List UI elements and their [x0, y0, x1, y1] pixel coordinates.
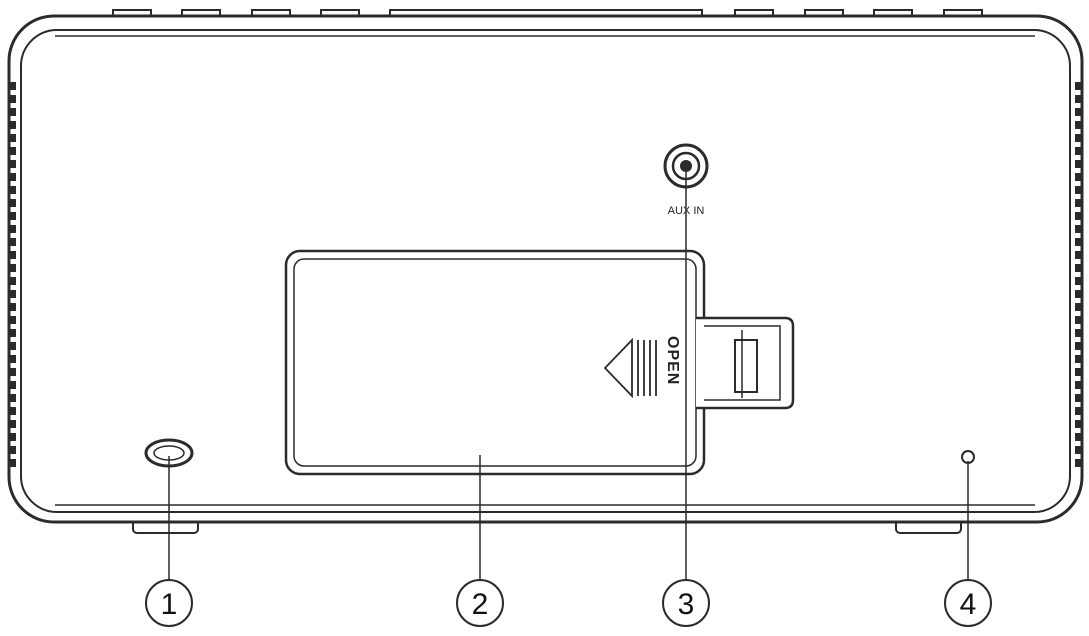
vent-slat [1075, 173, 1081, 181]
vent-right [1075, 82, 1081, 467]
vent-slat [10, 303, 16, 311]
vent-slat [10, 160, 16, 168]
vent-slat [10, 342, 16, 350]
vent-slat [1075, 95, 1081, 103]
vent-slat [1075, 355, 1081, 363]
vent-slat [10, 121, 16, 129]
vent-slat [10, 368, 16, 376]
vent-slat [10, 134, 16, 142]
vent-slat [10, 407, 16, 415]
vent-left [10, 82, 16, 467]
vent-slat [1075, 186, 1081, 194]
vent-slat [10, 446, 16, 454]
vent-slat [10, 459, 16, 467]
vent-slat [1075, 368, 1081, 376]
vent-slat [10, 329, 16, 337]
vent-slat [10, 225, 16, 233]
vent-slat [10, 95, 16, 103]
battery-latch-grip [734, 339, 758, 393]
callout-number: 1 [161, 588, 178, 621]
vent-slat [1075, 290, 1081, 298]
leader-lines [168, 172, 969, 580]
vent-slat [1075, 342, 1081, 350]
vent-slat [1075, 160, 1081, 168]
vent-slat [1075, 134, 1081, 142]
battery-latch-inner [704, 325, 781, 401]
vent-slat [1075, 446, 1081, 454]
device-body-inner [20, 29, 1071, 513]
vent-slat [1075, 147, 1081, 155]
vent-slat [1075, 277, 1081, 285]
vent-slat [10, 82, 16, 90]
callout-3: 3 [662, 579, 710, 627]
vent-slat [1075, 407, 1081, 415]
vent-slat [10, 173, 16, 181]
vent-slat [1075, 225, 1081, 233]
vent-slat [10, 433, 16, 441]
vent-slat [1075, 121, 1081, 129]
callout-1: 1 [145, 579, 193, 627]
vent-slat [1075, 199, 1081, 207]
vent-slat [1075, 212, 1081, 220]
battery-cover: OPEN [284, 249, 795, 476]
open-arrow-icon [603, 337, 657, 399]
vent-slat [10, 108, 16, 116]
vent-slat [10, 186, 16, 194]
vent-slat [10, 251, 16, 259]
vent-slat [1075, 108, 1081, 116]
vent-slat [1075, 303, 1081, 311]
vent-slat [10, 238, 16, 246]
vent-slat [1075, 238, 1081, 246]
vent-slat [10, 355, 16, 363]
vent-slat [10, 290, 16, 298]
callout-number: 2 [472, 588, 489, 621]
vent-slat [10, 394, 16, 402]
vent-slat [1075, 420, 1081, 428]
vent-slat [1075, 251, 1081, 259]
vent-slat [10, 212, 16, 220]
vent-slat [10, 420, 16, 428]
vent-slat [1075, 433, 1081, 441]
vent-slat [10, 199, 16, 207]
vent-slat [1075, 329, 1081, 337]
battery-cover-outer [284, 249, 706, 476]
vent-slat [1075, 264, 1081, 272]
vent-slat [1075, 316, 1081, 324]
vent-slat [1075, 381, 1081, 389]
vent-slat [10, 316, 16, 324]
vent-slat [1075, 459, 1081, 467]
vent-slat [10, 381, 16, 389]
callout-number: 4 [960, 588, 977, 621]
vent-slat [10, 264, 16, 272]
vent-slat [10, 277, 16, 285]
open-label: OPEN [664, 336, 681, 385]
callout-2: 2 [456, 579, 504, 627]
vent-slat [1075, 82, 1081, 90]
callout-4: 4 [944, 579, 992, 627]
vent-slat [10, 147, 16, 155]
vent-slat [1075, 394, 1081, 402]
callout-number: 3 [678, 588, 695, 621]
aux-in-jack: AUX IN [663, 143, 709, 217]
